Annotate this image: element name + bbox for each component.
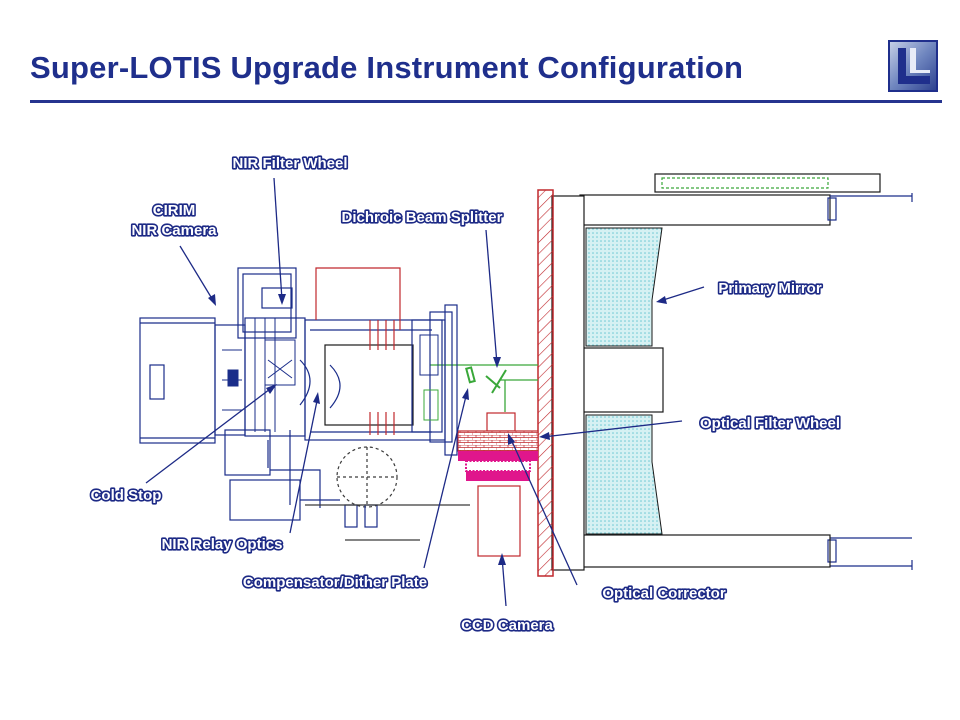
label-cold-stop: Cold Stop: [91, 487, 162, 504]
label-nir-relay-optics: NIR Relay Optics: [162, 536, 283, 553]
nir-camera-details: [222, 318, 439, 432]
primary-mirror: [585, 227, 663, 535]
telescope-frame: [537, 189, 585, 577]
leader-arrowheads: [208, 294, 667, 565]
title-underline: [30, 100, 942, 103]
nir-camera-mechanics: [139, 267, 470, 541]
label-nir-filter-wheel: NIR Filter Wheel: [232, 155, 347, 172]
dichroic-beam-splitter-element: [465, 366, 507, 394]
label-primary-mirror: Primary Mirror: [718, 280, 822, 297]
label-optical-corrector: Optical Corrector: [602, 585, 726, 602]
llnl-logo-icon: [888, 40, 938, 92]
label-compensator-dither-plate: Compensator/Dither Plate: [243, 574, 427, 591]
label-dichroic-beam-splitter: Dichroic Beam Splitter: [342, 209, 503, 226]
optical-path: [430, 364, 538, 412]
leader-lines: [145, 177, 705, 607]
nir-dewar-red: [315, 267, 401, 435]
optical-filter-wheel-element: [457, 430, 539, 481]
slide-title: Super-LOTIS Upgrade Instrument Configura…: [30, 50, 744, 85]
label-nir-camera: NIR Camera: [131, 222, 217, 239]
label-ccd-camera: CCD Camera: [461, 617, 553, 634]
label-cirim: CIRIM: [153, 202, 196, 219]
label-optical-filter-wheel: Optical Filter Wheel: [700, 415, 840, 432]
